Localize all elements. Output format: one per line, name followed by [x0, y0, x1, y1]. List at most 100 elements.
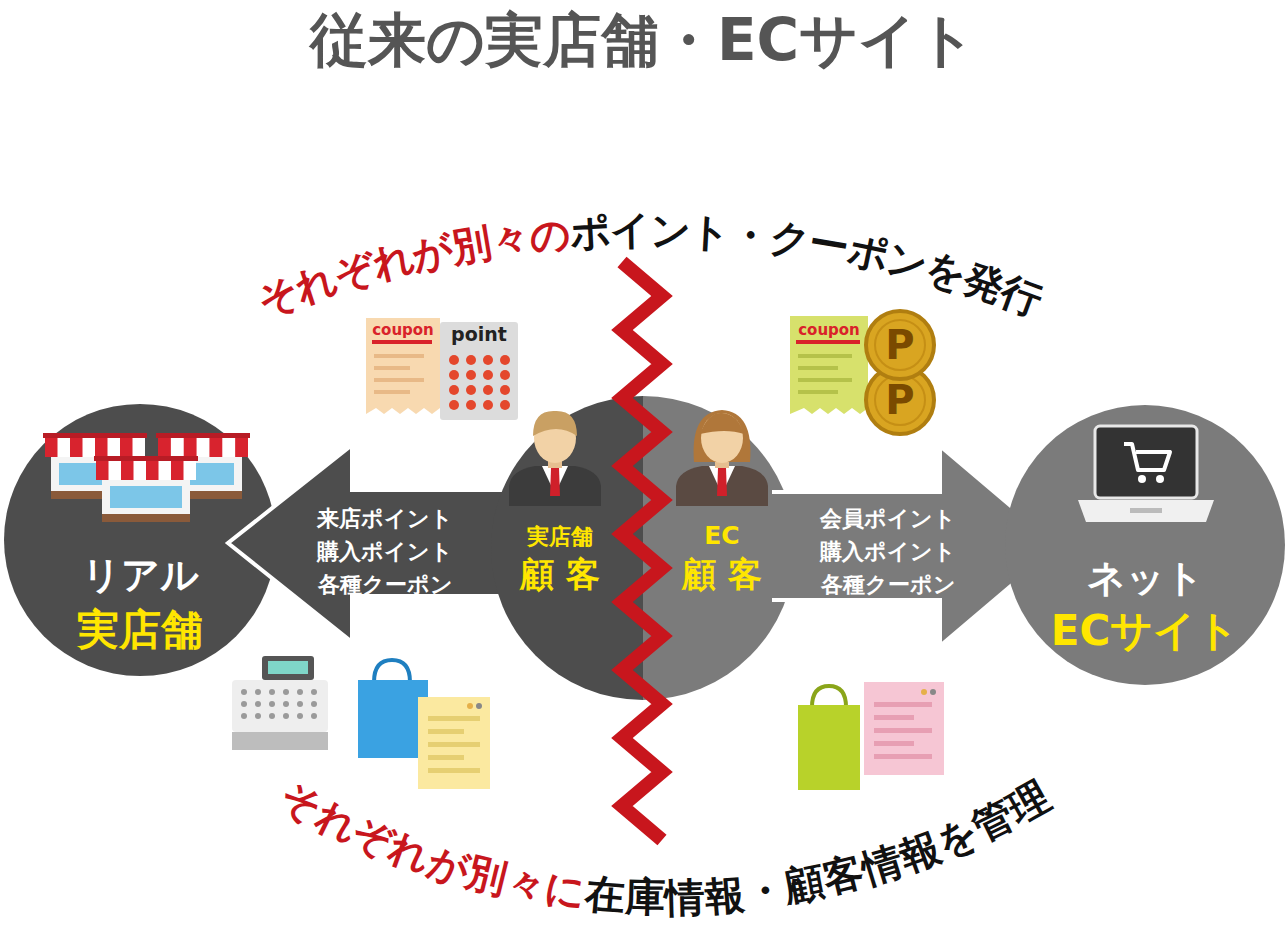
caption-character: 庫 — [624, 876, 665, 917]
document-line — [874, 754, 932, 759]
coupon-line — [374, 366, 410, 370]
register-key — [255, 701, 261, 707]
register-key — [283, 701, 289, 707]
caption-character: の — [528, 213, 572, 257]
bag-handle — [374, 660, 410, 682]
document-line — [874, 715, 914, 720]
document-line — [428, 742, 480, 747]
document — [418, 697, 490, 789]
node-body: 顧 客 — [662, 554, 782, 595]
awning-stripe — [95, 437, 108, 457]
awning — [45, 437, 145, 457]
cart-icon — [1124, 444, 1170, 470]
register-key — [311, 689, 317, 695]
male-customer-icon — [509, 411, 601, 506]
coupon-line — [374, 354, 424, 358]
coin-letter: P — [880, 378, 920, 422]
node-heading: ネット — [1025, 557, 1265, 601]
point-dot — [483, 370, 493, 380]
ec-circle: ネット ECサイト — [1005, 405, 1285, 685]
laptop-icon — [1078, 426, 1214, 522]
point-dot — [466, 355, 476, 365]
register-drawer — [232, 732, 328, 750]
awning-top — [156, 433, 250, 438]
document-line — [874, 741, 914, 746]
register-key — [255, 713, 261, 719]
caption-character: 別 — [448, 222, 494, 268]
point-dot — [500, 355, 510, 365]
point-dot — [449, 370, 459, 380]
register-key — [283, 713, 289, 719]
node-graphics — [1005, 405, 1285, 685]
caption-character: 報 — [703, 873, 746, 916]
coupon-line — [796, 340, 860, 344]
register-key — [283, 689, 289, 695]
awning-stripe — [184, 437, 197, 457]
diagram-title: 従来の実店舗・ECサイト — [0, 6, 1286, 76]
register-key — [311, 701, 317, 707]
tie — [550, 468, 560, 496]
coin-letter: P — [880, 323, 920, 367]
document-dot — [476, 703, 482, 709]
register-display — [262, 656, 314, 680]
divider-zigzag — [622, 262, 662, 840]
point-card — [440, 322, 518, 420]
customer-half-circle: 実店舗顧 客 — [491, 396, 643, 700]
awning-stripe — [158, 437, 171, 457]
node-heading: 来店ポイント 購入ポイント 各種クーポン — [300, 502, 470, 601]
point-dot — [500, 400, 510, 410]
awning-stripe — [171, 460, 184, 480]
register-key — [269, 701, 275, 707]
node-heading: 実店舗 — [505, 524, 615, 550]
node-graphics — [622, 262, 795, 840]
caption-character: 々 — [488, 217, 533, 262]
caption-character: 情 — [664, 876, 705, 917]
arrow-band: 来店ポイント 購入ポイント 各種クーポン — [224, 441, 534, 647]
store-window — [110, 486, 182, 508]
awning-stripe — [96, 460, 109, 480]
register-key — [269, 689, 275, 695]
document — [864, 682, 944, 775]
coupon-ticket — [366, 318, 440, 414]
shopping-bag — [358, 680, 428, 758]
register-key — [297, 701, 303, 707]
caption-character: ポ — [569, 211, 611, 253]
awning-top — [43, 433, 147, 438]
coupon-label: coupon — [368, 322, 438, 339]
coupon-line — [798, 378, 852, 382]
node-body: 実店舗 — [20, 606, 260, 654]
node-body: 顧 客 — [500, 554, 620, 595]
point-dot — [466, 370, 476, 380]
awning-stripe — [121, 460, 134, 480]
suit — [676, 466, 768, 506]
node-graphics — [491, 396, 643, 700]
document-line — [874, 728, 932, 733]
node-graphics — [228, 445, 532, 642]
register-body — [232, 680, 328, 732]
point-dot — [483, 400, 493, 410]
cart-wheel — [1156, 475, 1164, 483]
suit — [509, 466, 601, 506]
register-key — [241, 689, 247, 695]
point-dot — [500, 370, 510, 380]
store-icon — [94, 456, 198, 522]
document-line — [428, 768, 480, 773]
tie — [717, 468, 727, 496]
document-line — [428, 716, 480, 721]
head — [701, 413, 743, 463]
point-dot — [483, 385, 493, 395]
coin-rim — [875, 375, 925, 425]
register-key — [241, 713, 247, 719]
point-dot — [466, 400, 476, 410]
store-wall — [102, 478, 190, 520]
bag-handle — [812, 686, 846, 707]
caption-character: ト — [689, 211, 731, 253]
node-heading: 会員ポイント 購入ポイント 各種クーポン — [803, 502, 973, 601]
awning-stripe — [146, 460, 159, 480]
customer-half-circle: EC顧 客 — [643, 396, 795, 700]
caption-character: ・ — [742, 868, 787, 913]
shopping-bag — [798, 705, 860, 790]
document-line — [428, 729, 464, 734]
node-body: ECサイト — [1025, 607, 1265, 655]
